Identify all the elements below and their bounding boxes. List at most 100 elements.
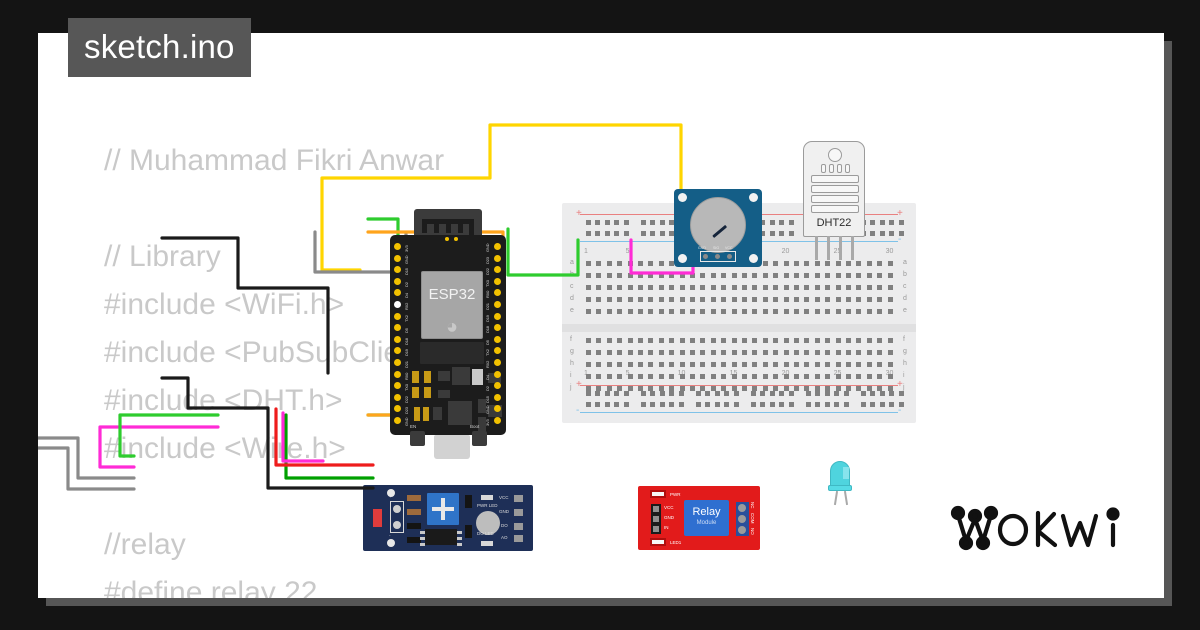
hole-j17[interactable] xyxy=(752,386,758,391)
hole-i29[interactable] xyxy=(877,374,883,379)
rail-hole-bottom-minus[interactable] xyxy=(788,402,794,407)
hole-f19[interactable] xyxy=(773,338,779,343)
ldr-pin-do[interactable] xyxy=(514,523,523,530)
hole-c14[interactable] xyxy=(721,285,727,290)
hole-i25[interactable] xyxy=(835,374,841,379)
hole-g6[interactable] xyxy=(638,350,643,355)
hole-a27[interactable] xyxy=(856,261,862,266)
hole-j26[interactable] xyxy=(846,386,851,391)
esp32-pin-right-D15[interactable] xyxy=(494,393,501,401)
led-cathode-leg[interactable] xyxy=(833,490,839,506)
rail-hole-bottom-minus[interactable] xyxy=(733,402,739,407)
hole-e21[interactable] xyxy=(794,309,799,314)
hole-j23[interactable] xyxy=(814,386,820,391)
hole-i11[interactable] xyxy=(690,374,695,379)
hole-i10[interactable] xyxy=(679,374,685,379)
dht22-pin-1[interactable] xyxy=(815,236,818,260)
rail-hole-bottom-plus[interactable] xyxy=(870,391,876,396)
rail-hole-top-plus[interactable] xyxy=(879,220,885,225)
hole-h3[interactable] xyxy=(606,362,612,367)
hole-c13[interactable] xyxy=(710,285,716,290)
hole-i16[interactable] xyxy=(742,374,747,379)
hole-f9[interactable] xyxy=(669,338,675,343)
hole-h12[interactable] xyxy=(700,362,706,367)
hole-i9[interactable] xyxy=(669,374,675,379)
hole-d28[interactable] xyxy=(866,297,872,302)
hole-e6[interactable] xyxy=(638,309,643,314)
esp32-pin-right-D5[interactable] xyxy=(494,335,501,343)
esp32-boot-button[interactable] xyxy=(472,431,487,446)
hole-j1[interactable] xyxy=(586,386,591,391)
hole-c21[interactable] xyxy=(794,285,799,290)
hole-e25[interactable] xyxy=(835,309,841,314)
esp32-en-button[interactable] xyxy=(410,431,425,446)
pot-pin-sig[interactable] xyxy=(715,254,720,259)
hole-b4[interactable] xyxy=(617,273,623,278)
hole-h1[interactable] xyxy=(586,362,591,367)
esp32-pin-right-D19[interactable] xyxy=(494,312,501,320)
hole-b6[interactable] xyxy=(638,273,643,278)
hole-c28[interactable] xyxy=(866,285,872,290)
hole-g28[interactable] xyxy=(866,350,872,355)
hole-j13[interactable] xyxy=(710,386,716,391)
hole-j22[interactable] xyxy=(804,386,810,391)
hole-i26[interactable] xyxy=(846,374,851,379)
hole-c19[interactable] xyxy=(773,285,779,290)
hole-b16[interactable] xyxy=(742,273,747,278)
hole-h27[interactable] xyxy=(856,362,862,367)
esp32-pin-left-GND[interactable] xyxy=(394,254,401,262)
rail-hole-top-minus[interactable] xyxy=(898,231,904,236)
hole-d27[interactable] xyxy=(856,297,862,302)
hole-g30[interactable] xyxy=(887,350,893,355)
rail-hole-top-minus[interactable] xyxy=(879,231,885,236)
hole-h22[interactable] xyxy=(804,362,810,367)
hole-h13[interactable] xyxy=(710,362,716,367)
hole-f14[interactable] xyxy=(721,338,727,343)
hole-a26[interactable] xyxy=(846,261,851,266)
rail-hole-top-plus[interactable] xyxy=(788,220,794,225)
hole-j10[interactable] xyxy=(679,386,685,391)
rail-hole-bottom-minus[interactable] xyxy=(714,402,720,407)
hole-j12[interactable] xyxy=(700,386,706,391)
hole-f8[interactable] xyxy=(658,338,664,343)
rail-hole-top-plus[interactable] xyxy=(769,220,775,225)
hole-c17[interactable] xyxy=(752,285,758,290)
hole-b26[interactable] xyxy=(846,273,851,278)
rail-hole-top-plus[interactable] xyxy=(760,220,766,225)
hole-d29[interactable] xyxy=(877,297,883,302)
rail-hole-bottom-minus[interactable] xyxy=(843,402,849,407)
hole-b29[interactable] xyxy=(877,273,883,278)
hole-e5[interactable] xyxy=(627,309,633,314)
hole-b22[interactable] xyxy=(804,273,810,278)
hole-c15[interactable] xyxy=(731,285,737,290)
hole-h28[interactable] xyxy=(866,362,872,367)
esp32-pin-left-D22[interactable] xyxy=(394,393,401,401)
hole-h16[interactable] xyxy=(742,362,747,367)
hole-j28[interactable] xyxy=(866,386,872,391)
hole-i21[interactable] xyxy=(794,374,799,379)
hole-e24[interactable] xyxy=(825,309,831,314)
hole-c2[interactable] xyxy=(596,285,602,290)
hole-j5[interactable] xyxy=(627,386,633,391)
rail-hole-bottom-minus[interactable] xyxy=(898,402,904,407)
ldr-terminal-minus[interactable] xyxy=(393,521,401,529)
hole-f25[interactable] xyxy=(835,338,841,343)
esp32-pin-right-RX2[interactable] xyxy=(494,359,501,366)
rail-hole-bottom-minus[interactable] xyxy=(769,402,775,407)
hole-b2[interactable] xyxy=(596,273,602,278)
hole-e12[interactable] xyxy=(700,309,706,314)
hole-b15[interactable] xyxy=(731,273,737,278)
rail-hole-bottom-plus[interactable] xyxy=(641,391,646,396)
hole-j7[interactable] xyxy=(648,386,654,391)
hole-f10[interactable] xyxy=(679,338,685,343)
hole-j29[interactable] xyxy=(877,386,883,391)
hole-e18[interactable] xyxy=(762,309,768,314)
hole-i14[interactable] xyxy=(721,374,727,379)
hole-b5[interactable] xyxy=(627,273,633,278)
dht22-pin-3[interactable] xyxy=(839,236,842,260)
hole-j21[interactable] xyxy=(794,386,799,391)
rail-hole-bottom-plus[interactable] xyxy=(650,391,656,396)
hole-h24[interactable] xyxy=(825,362,831,367)
hole-j24[interactable] xyxy=(825,386,831,391)
relay-pin-in[interactable] xyxy=(653,526,659,532)
